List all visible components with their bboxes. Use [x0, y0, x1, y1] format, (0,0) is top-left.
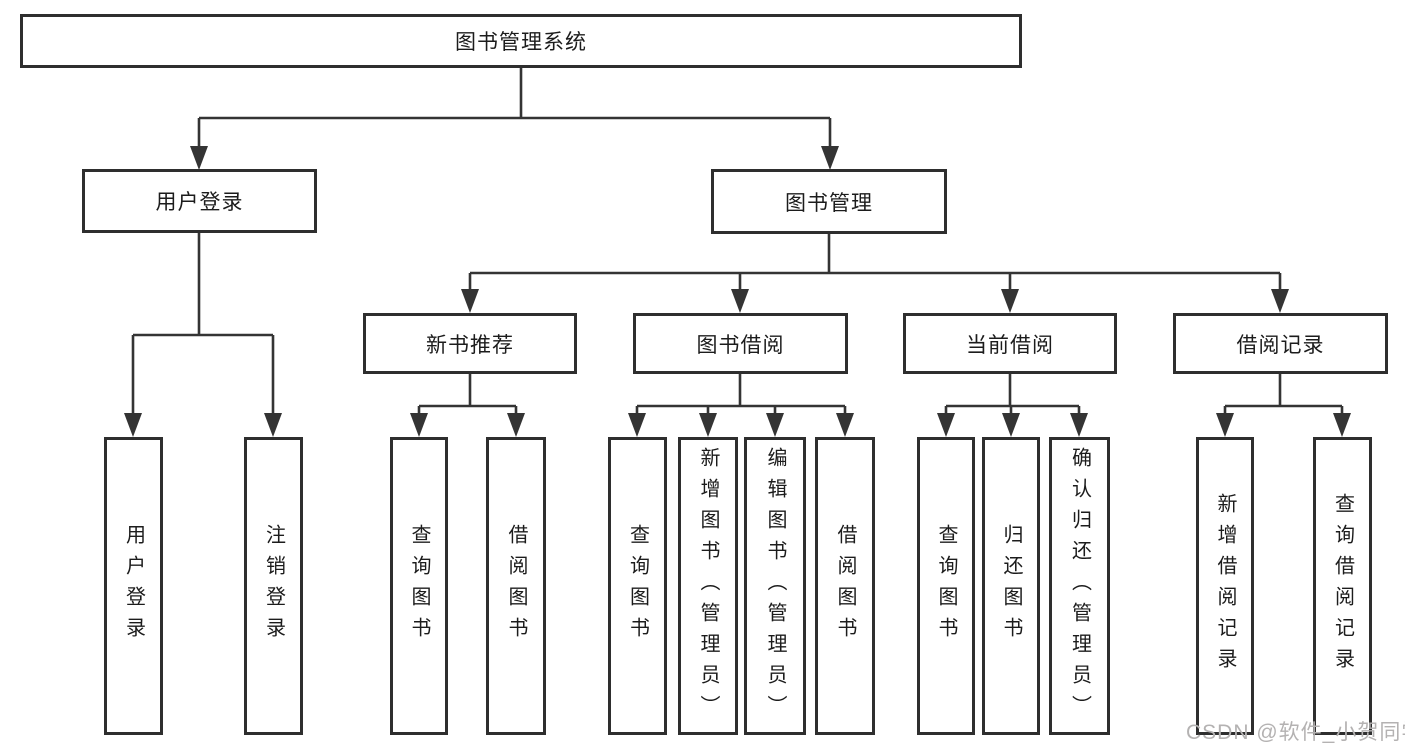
leaf-borrow-books: 借阅图书: [815, 437, 875, 735]
leaf-label: 借阅图书: [505, 524, 527, 648]
leaf-label: 确认归还（管理员）: [1068, 446, 1091, 726]
leaf-label: 归还图书: [1000, 524, 1022, 648]
leaf-add-books-admin: 新增图书（管理员）: [678, 437, 738, 735]
leaf-label: 查询图书: [935, 524, 957, 648]
leaf-label: 查询图书: [626, 524, 649, 648]
node-borrowing-records: 借阅记录: [1173, 313, 1388, 374]
leaf-label: 用户登录: [122, 524, 145, 648]
leaf-label: 编辑图书（管理员）: [764, 446, 786, 726]
leaf-query-borrow-record: 查询借阅记录: [1313, 437, 1372, 735]
node-label: 借阅记录: [1236, 333, 1325, 357]
node-library-management-system: 图书管理系统: [20, 14, 1022, 68]
leaf-label: 借阅图书: [834, 524, 856, 648]
leaf-label: 查询借阅记录: [1331, 493, 1354, 679]
leaf-edit-books-admin: 编辑图书（管理员）: [744, 437, 806, 735]
node-user-login: 用户登录: [82, 169, 317, 233]
leaf-confirm-return-admin: 确认归还（管理员）: [1049, 437, 1110, 735]
leaf-query-books: 查询图书: [390, 437, 448, 735]
leaf-query-books: 查询图书: [608, 437, 667, 735]
node-label: 用户登录: [155, 191, 244, 214]
leaf-label: 新增借阅记录: [1214, 493, 1236, 679]
leaf-label: 查询图书: [408, 524, 430, 648]
leaf-user-login: 用户登录: [104, 437, 163, 735]
leaf-label: 注销登录: [262, 524, 285, 648]
node-book-management: 图书管理: [711, 169, 947, 234]
leaf-add-borrow-record: 新增借阅记录: [1196, 437, 1254, 735]
leaf-borrow-books: 借阅图书: [486, 437, 546, 735]
node-label: 当前借阅: [966, 333, 1054, 357]
node-new-book-recommendation: 新书推荐: [363, 313, 577, 374]
leaf-query-books: 查询图书: [917, 437, 975, 735]
node-label: 图书管理: [785, 191, 873, 215]
leaf-return-books: 归还图书: [982, 437, 1040, 735]
node-label: 新书推荐: [426, 333, 514, 357]
node-book-borrowing: 图书借阅: [633, 313, 848, 374]
leaf-label: 新增图书（管理员）: [697, 446, 719, 726]
node-label: 图书管理系统: [455, 31, 587, 54]
node-label: 图书借阅: [696, 333, 785, 357]
csdn-watermark: CSDN @软件_小贺同学: [1186, 721, 1405, 744]
node-current-borrowing: 当前借阅: [903, 313, 1117, 374]
leaf-logout: 注销登录: [244, 437, 303, 735]
